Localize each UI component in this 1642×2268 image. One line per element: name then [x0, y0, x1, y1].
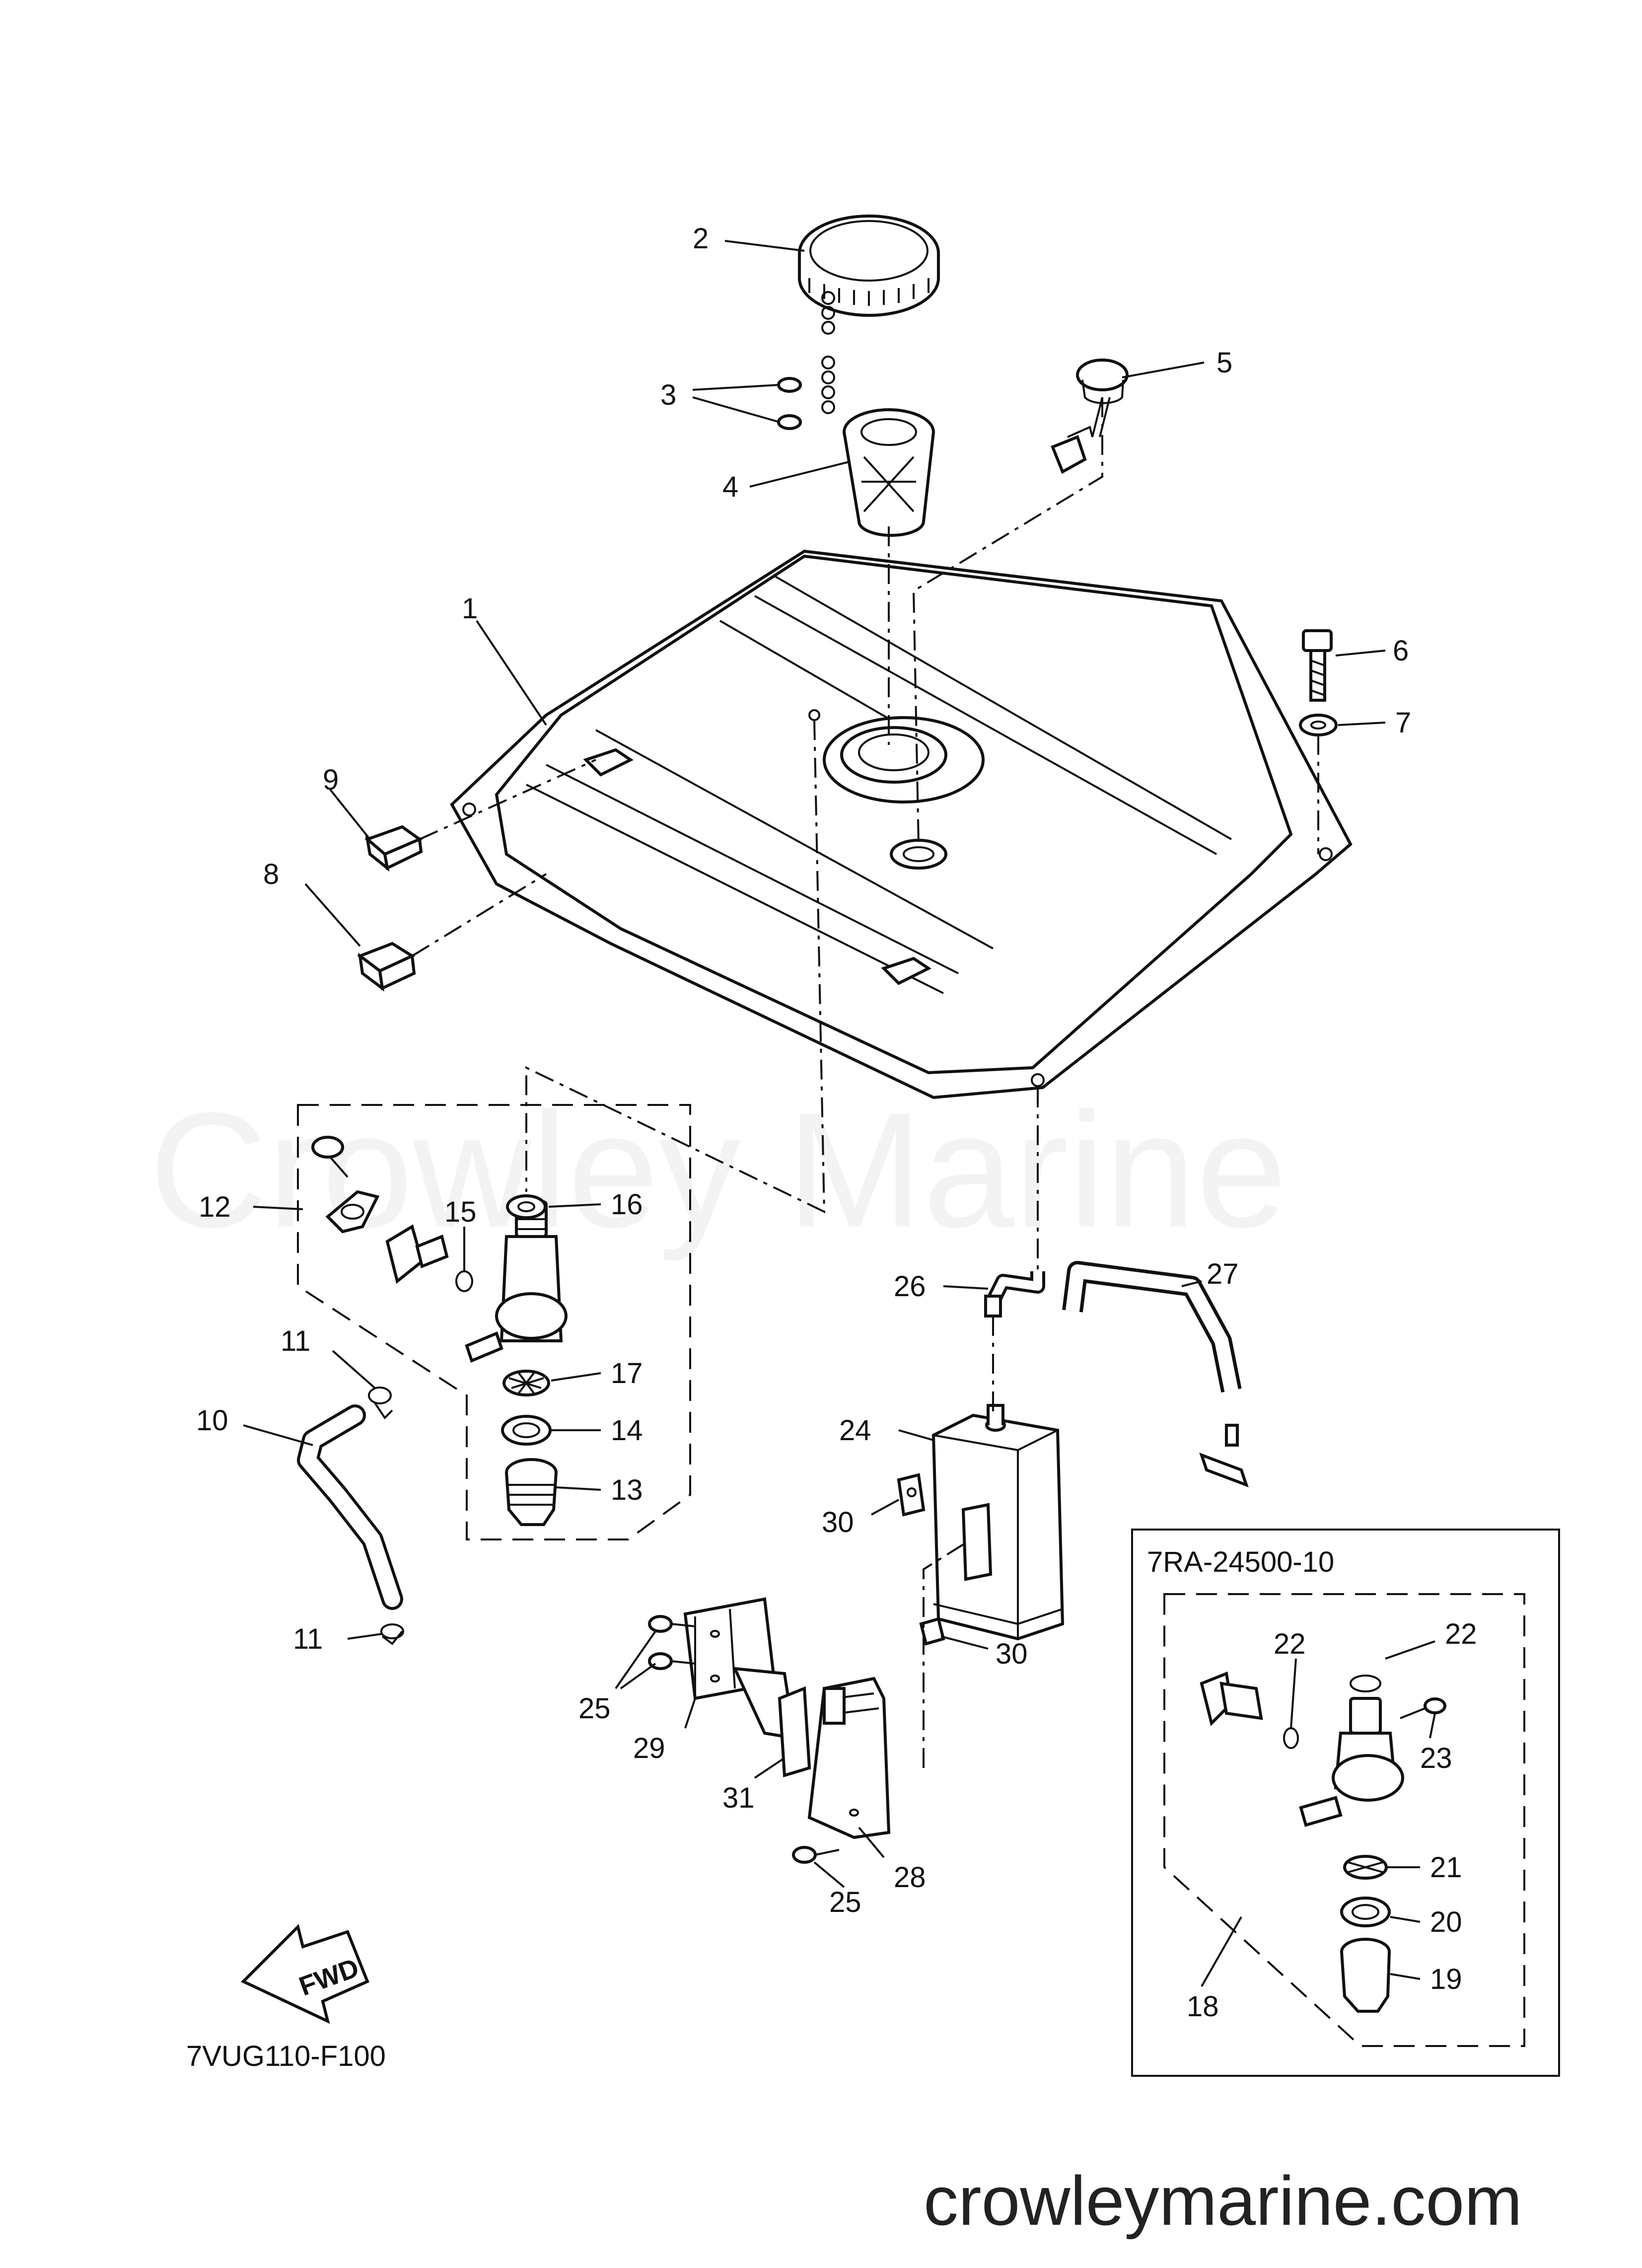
callout-31: 31 — [722, 1782, 755, 1814]
charcoal-canister — [931, 1404, 1065, 1641]
screw-25-single — [792, 1846, 840, 1864]
callout-30b: 30 — [996, 1638, 1028, 1670]
clip-11-lower — [380, 1623, 404, 1645]
callout-18: 18 — [1187, 1990, 1219, 2023]
callout-19: 19 — [1430, 1963, 1462, 1995]
callout-25a: 25 — [578, 1692, 611, 1725]
callout-12: 12 — [199, 1191, 231, 1223]
fwd-arrow-icon — [240, 1924, 369, 2024]
inset-part-number: 7RA-24500-10 — [1147, 1546, 1334, 1578]
callout-15: 15 — [444, 1196, 477, 1228]
callout-28: 28 — [894, 1861, 926, 1894]
callout-27: 27 — [1207, 1258, 1239, 1290]
fuel-cap — [798, 215, 940, 317]
cap-chain — [821, 291, 835, 414]
fuel-hose-10 — [297, 1404, 403, 1610]
callout-30a: 30 — [822, 1506, 854, 1538]
callout-7: 7 — [1395, 707, 1411, 739]
gasket-14 — [501, 1415, 552, 1446]
website-url: crowleymarine.com — [924, 2162, 1522, 2240]
assembly-lines — [411, 397, 1319, 1768]
clip-30-upper — [897, 1473, 926, 1517]
bolt — [1302, 629, 1333, 702]
inset-screen-21 — [1343, 1855, 1388, 1880]
callout-10: 10 — [196, 1404, 228, 1437]
cap-chain-washers — [777, 377, 802, 430]
callout-6: 6 — [1393, 635, 1409, 667]
clip-11-upper — [368, 1387, 393, 1420]
screen-17 — [502, 1370, 550, 1396]
callout-24: 24 — [839, 1414, 871, 1447]
cup-13 — [505, 1458, 558, 1526]
fuel-cock-assembly-box — [297, 1104, 691, 1540]
bracket-29 — [683, 1597, 796, 1740]
damper-9 — [364, 825, 423, 872]
callout-5: 5 — [1216, 347, 1232, 379]
inset-gasket-20 — [1340, 1897, 1391, 1927]
washer — [1299, 714, 1338, 736]
callout-8: 8 — [263, 858, 279, 890]
callout-1: 1 — [462, 592, 478, 625]
leader-lines — [243, 240, 1436, 1987]
watermark: Crowley Marine — [149, 1078, 1287, 1262]
washer-16 — [506, 1194, 547, 1219]
callout-numbers: 1 2 3 4 5 6 7 8 9 10 11 11 12 13 14 15 1… — [196, 222, 1477, 2023]
callout-21: 21 — [1430, 1851, 1462, 1884]
fuel-tank — [450, 549, 1353, 1099]
damper-8 — [357, 942, 416, 992]
bracket-28 — [807, 1677, 891, 1839]
screws-25-pair — [648, 1615, 696, 1670]
callout-22a: 22 — [1274, 1628, 1306, 1660]
callout-2: 2 — [693, 222, 709, 255]
callout-22b: 22 — [1445, 1618, 1477, 1650]
callout-14: 14 — [611, 1414, 643, 1447]
diagram-code: 7VUG110-F100 — [186, 2040, 386, 2072]
bracket-31 — [778, 1686, 811, 1777]
callout-17: 17 — [611, 1357, 643, 1390]
callout-4: 4 — [722, 471, 738, 503]
fuel-gauge — [1051, 359, 1129, 474]
callout-16: 16 — [611, 1188, 643, 1221]
fuel-strainer — [843, 408, 935, 537]
callout-26: 26 — [894, 1270, 926, 1303]
callout-3: 3 — [660, 379, 676, 411]
inset-box — [1131, 1529, 1560, 2077]
t-joint — [1199, 1424, 1249, 1488]
callout-11a: 11 — [281, 1325, 310, 1357]
callout-29: 29 — [633, 1732, 665, 1764]
inset-cup-19 — [1340, 1938, 1391, 2013]
hose-26 — [984, 1271, 1045, 1317]
callout-20: 20 — [1430, 1906, 1462, 1938]
callout-9: 9 — [323, 764, 339, 796]
callout-25b: 25 — [829, 1886, 861, 1918]
inset-dashed-outline — [1163, 1593, 1525, 2047]
inset-fuel-cock — [1200, 1671, 1446, 1827]
callout-23: 23 — [1420, 1742, 1452, 1774]
callout-13: 13 — [611, 1474, 643, 1506]
hose-27 — [1062, 1261, 1242, 1393]
callout-11b: 11 — [293, 1623, 323, 1655]
